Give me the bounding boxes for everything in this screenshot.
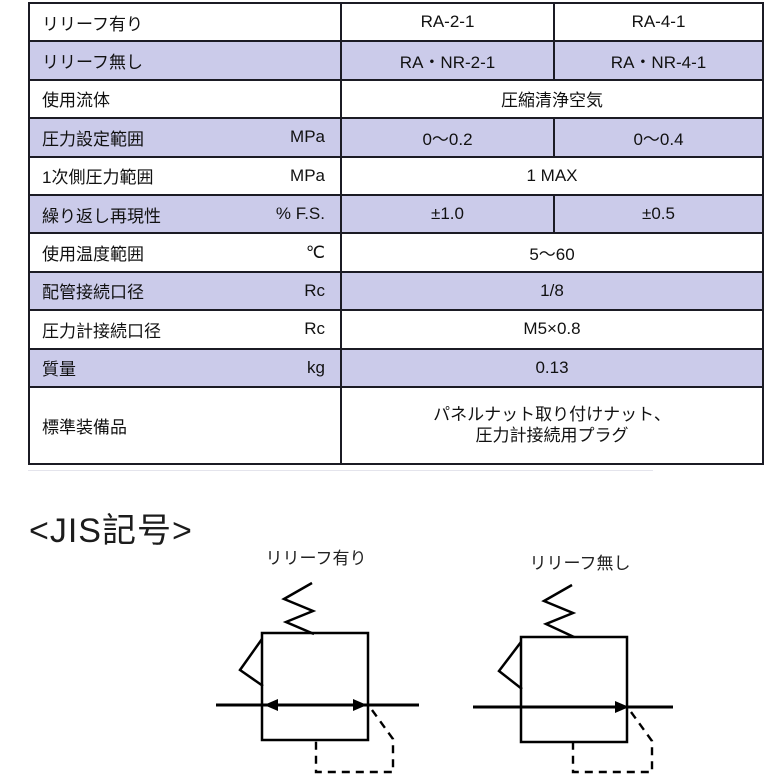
spec-table: リリーフ有り RA-2-1 RA-4-1 リリーフ無し RA・NR-2-1 RA… xyxy=(28,1,764,465)
regulator-box xyxy=(260,631,370,742)
table-row: 標準装備品 パネルナット取り付けナット、 圧力計接続用プラグ xyxy=(28,385,764,465)
row-unit: Rc xyxy=(304,280,325,300)
cell-value: M5×0.8 xyxy=(340,309,764,350)
divider xyxy=(28,470,653,471)
table-row: 質量 kg 0.13 xyxy=(28,347,764,388)
row-unit: ℃ xyxy=(305,242,325,262)
cell-value: 1 MAX xyxy=(340,155,764,196)
arrowhead-left xyxy=(264,699,278,711)
row-label: 1次側圧力範囲 xyxy=(42,168,154,188)
row-label-cell: 質量 kg xyxy=(28,347,342,388)
relief-triangle-icon xyxy=(497,641,523,690)
row-label-cell: 使用温度範囲 ℃ xyxy=(28,232,342,273)
table-row: 1次側圧力範囲 MPa 1 MAX xyxy=(28,155,764,196)
cell-value: 1/8 xyxy=(340,270,764,312)
pilot-line-dashed xyxy=(571,711,654,774)
row-unit: MPa xyxy=(290,127,325,147)
row-label-cell: 1次側圧力範囲 MPa xyxy=(28,155,342,196)
row-label: 標準装備品 xyxy=(42,417,127,437)
row-label-cell: 配管接続口径 Rc xyxy=(28,270,342,312)
table-row: 圧力計接続口径 Rc M5×0.8 xyxy=(28,309,764,350)
row-label: リリーフ無し xyxy=(42,53,143,73)
cell-value: ±1.0 xyxy=(340,193,555,235)
row-label-cell: 使用流体 xyxy=(28,78,342,120)
cell-value: 0〜0.4 xyxy=(553,117,764,158)
table-row: 配管接続口径 Rc 1/8 xyxy=(28,270,764,312)
cell-value: パネルナット取り付けナット、 圧力計接続用プラグ xyxy=(340,385,764,465)
arrowhead-right xyxy=(615,701,629,713)
jis-symbol-no-relief xyxy=(473,583,673,774)
jis-symbol-diagrams xyxy=(216,581,673,774)
table-row: 圧力設定範囲 MPa 0〜0.2 0〜0.4 xyxy=(28,117,764,158)
cell-value: RA-4-1 xyxy=(553,1,764,43)
diagram-label-with-relief: リリーフ有り xyxy=(265,549,367,568)
row-label: 圧力設定範囲 xyxy=(42,129,144,149)
cell-value: 圧縮清浄空気 xyxy=(340,78,764,120)
cell-value: RA・NR-4-1 xyxy=(553,40,764,81)
table-row: リリーフ無し RA・NR-2-1 RA・NR-4-1 xyxy=(28,40,764,81)
row-label-cell: 圧力計接続口径 Rc xyxy=(28,309,342,350)
row-unit: % F.S. xyxy=(275,204,325,224)
row-label-cell: 圧力設定範囲 MPa xyxy=(28,117,342,158)
table-row: 使用流体 圧縮清浄空気 xyxy=(28,78,764,120)
cell-value: RA-2-1 xyxy=(340,1,555,43)
row-label-cell: 標準装備品 xyxy=(28,385,342,465)
cell-value: 0.13 xyxy=(340,347,764,388)
row-label-cell: 繰り返し再現性 % F.S. xyxy=(28,193,342,235)
spring-icon xyxy=(541,583,577,639)
cell-value: RA・NR-2-1 xyxy=(340,40,555,81)
cell-value: 0〜0.2 xyxy=(340,117,555,158)
spring-icon xyxy=(281,581,317,636)
row-label: 圧力計接続口径 xyxy=(42,321,161,341)
table-row: 使用温度範囲 ℃ 5〜60 xyxy=(28,232,764,273)
row-label: 配管接続口径 xyxy=(42,283,144,303)
row-unit: kg xyxy=(307,357,325,377)
regulator-box xyxy=(519,635,629,744)
table-row: リリーフ有り RA-2-1 RA-4-1 xyxy=(28,1,764,43)
row-label: 質量 xyxy=(42,360,76,380)
jis-section-heading: <JIS記号> xyxy=(29,512,193,550)
row-label: リリーフ有り xyxy=(42,14,143,34)
arrowhead-right xyxy=(353,699,367,711)
pilot-line-dashed xyxy=(314,709,395,774)
row-label-cell: リリーフ有り xyxy=(28,1,342,43)
diagram-label-no-relief: リリーフ無し xyxy=(529,554,631,573)
row-label: 繰り返し再現性 xyxy=(42,206,161,226)
cell-value: 5〜60 xyxy=(340,232,764,273)
row-label-cell: リリーフ無し xyxy=(28,40,342,81)
row-unit: Rc xyxy=(304,319,325,339)
jis-symbol-with-relief xyxy=(216,581,419,774)
row-label: 使用流体 xyxy=(42,91,110,111)
table-row: 繰り返し再現性 % F.S. ±1.0 ±0.5 xyxy=(28,193,764,235)
cell-value: ±0.5 xyxy=(553,193,764,235)
row-label: 使用温度範囲 xyxy=(42,245,144,265)
row-unit: MPa xyxy=(290,165,325,185)
relief-triangle-icon xyxy=(238,638,264,688)
